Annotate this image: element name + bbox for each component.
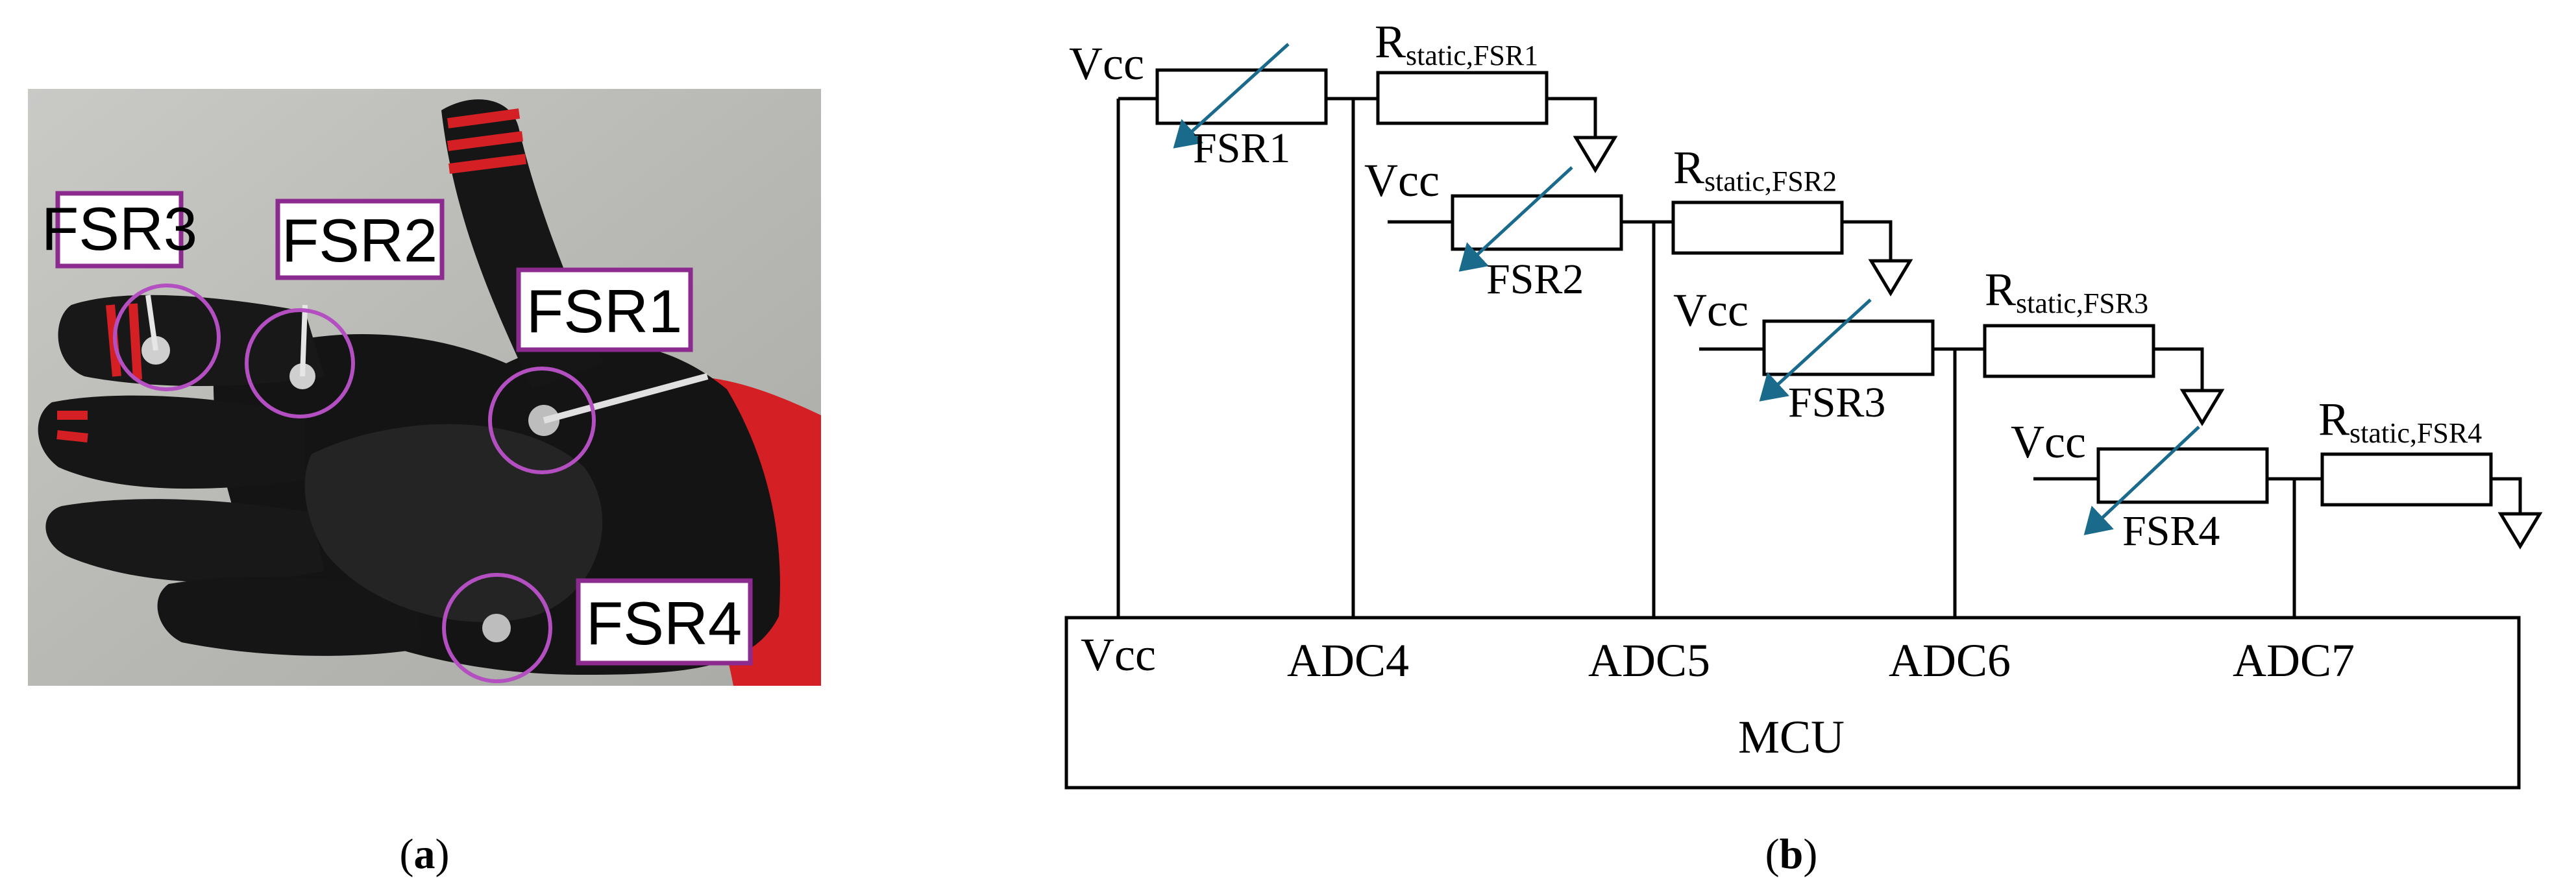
photo-tag-fsr3: FSR3 xyxy=(42,191,197,269)
rstatic-fsr3-resistor xyxy=(1983,324,2155,378)
glove-photo xyxy=(28,89,821,686)
fsr2-variable-arrow xyxy=(1458,166,1573,272)
rstatic-fsr1-label: Rstatic,FSR1 xyxy=(1375,16,1538,71)
stage-fsr1: Vcc FSR1 Rstatic,FSR1 xyxy=(1069,16,1618,618)
caption-a: (a) xyxy=(400,830,450,878)
rstatic-fsr2-resistor xyxy=(1671,200,1844,255)
sensor-ring-fsr3 xyxy=(113,284,221,391)
fsr1-label: FSR1 xyxy=(1193,125,1290,172)
fsr4-variable-arrow xyxy=(2083,426,2200,535)
fsr2-label: FSR2 xyxy=(1486,256,1584,303)
photo-tag-fsr2-label: FSR2 xyxy=(282,206,437,274)
mcu-pin-adc6: ADC6 xyxy=(1889,635,2011,686)
mcu-box xyxy=(1064,616,2521,790)
photo-tag-fsr1: FSR1 xyxy=(516,267,693,352)
photo-tag-fsr3-label: FSR3 xyxy=(42,195,197,263)
fsr1-variable-arrow xyxy=(1173,43,1290,149)
ground-2 xyxy=(1868,259,1913,297)
sensor-ring-fsr1 xyxy=(488,367,596,474)
ground-1 xyxy=(1573,136,1618,173)
ground-3 xyxy=(2179,389,2225,426)
fsr1-resistor xyxy=(1155,68,1328,125)
photo-tag-fsr4-label: FSR4 xyxy=(586,589,742,657)
photo-tag-fsr1-label: FSR1 xyxy=(526,277,682,345)
fsr3-variable-arrow xyxy=(1759,298,1872,402)
rstatic-fsr1-resistor xyxy=(1376,71,1549,125)
mcu-pin-adc4: ADC4 xyxy=(1287,635,1409,686)
photo-tag-fsr4: FSR4 xyxy=(576,578,753,666)
stage-fsr4: Vcc FSR4 Rstatic,FSR4 xyxy=(2011,393,2543,618)
sensor-ring-fsr2 xyxy=(245,308,355,418)
vcc-label-2: Vcc xyxy=(1364,154,1440,206)
vcc-label-1: Vcc xyxy=(1069,38,1144,90)
mcu-pin-adc7: ADC7 xyxy=(2233,635,2355,686)
fsr4-label: FSR4 xyxy=(2122,507,2220,555)
rstatic-fsr4-resistor xyxy=(2320,452,2493,507)
vcc-label-4: Vcc xyxy=(2011,416,2086,468)
stage-fsr3: Vcc FSR3 Rstatic,FSR3 xyxy=(1673,263,2225,618)
photo-tag-fsr2: FSR2 xyxy=(275,199,445,280)
fsr3-label: FSR3 xyxy=(1788,379,1885,426)
ground-4 xyxy=(2497,512,2543,550)
fsr3-resistor xyxy=(1762,319,1935,376)
rstatic-fsr4-label: Rstatic,FSR4 xyxy=(2318,393,2482,449)
circuit-schematic: MCU Vcc ADC4 ADC5 ADC6 ADC7 Vcc FSR1 Rst… xyxy=(1064,16,2543,790)
fsr2-resistor xyxy=(1451,194,1623,251)
caption-b: (b) xyxy=(1765,830,1818,878)
mcu-title: MCU xyxy=(1738,711,1845,763)
vcc-label-3: Vcc xyxy=(1673,284,1748,336)
stage-fsr2: Vcc FSR2 Rstatic,FSR2 xyxy=(1364,141,1913,618)
rstatic-fsr3-label: Rstatic,FSR3 xyxy=(1985,263,2148,319)
rstatic-fsr2-label: Rstatic,FSR2 xyxy=(1673,141,1837,197)
sensor-ring-fsr4 xyxy=(442,573,552,683)
mcu-pin-vcc: Vcc xyxy=(1081,629,1156,681)
mcu-pin-adc5: ADC5 xyxy=(1588,635,1710,686)
fsr4-resistor xyxy=(2096,447,2269,504)
